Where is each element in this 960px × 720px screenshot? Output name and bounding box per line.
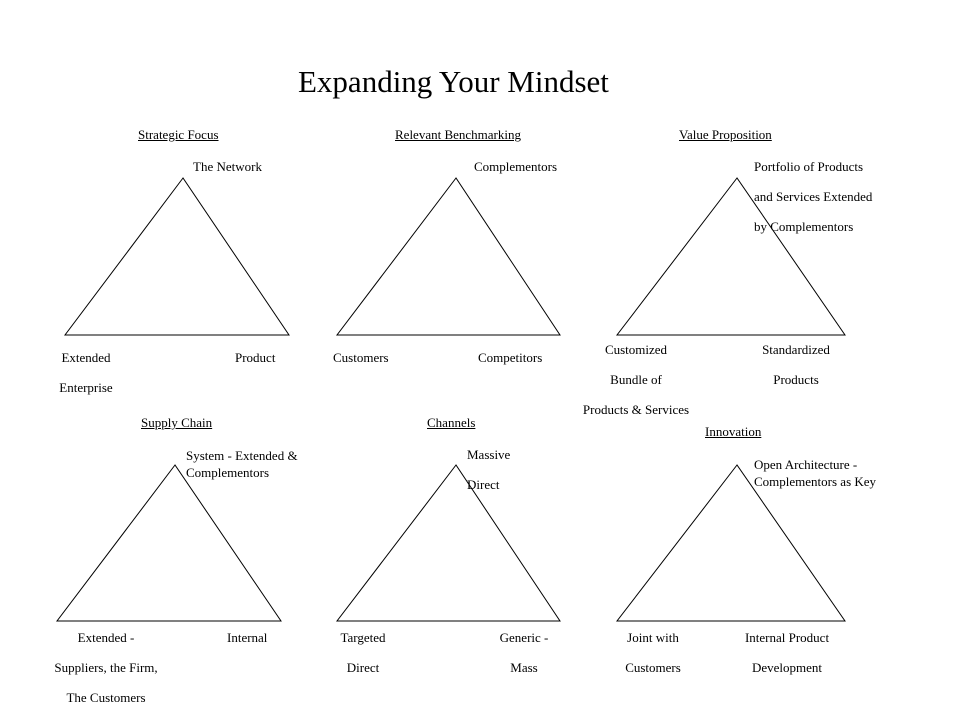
strategic-focus-right-label: Product <box>235 343 275 373</box>
label-line: Massive <box>467 447 511 462</box>
label-line: System - Extended & <box>186 448 298 463</box>
strategic-focus-top-label: The Network <box>193 152 262 182</box>
label-line: Products <box>773 372 819 387</box>
triangle-value-proposition <box>615 177 846 336</box>
innovation-right-label: Internal Product Development <box>731 623 843 683</box>
page-title-text: Expanding Your Mindset <box>298 64 609 99</box>
triangle-relevant-benchmarking <box>335 177 561 336</box>
innovation-top-label: Open Architecture - Complementors as Key <box>754 456 876 490</box>
label-line: Competitors <box>478 350 543 365</box>
label-line: Standardized <box>762 342 830 357</box>
strategic-focus-left-label: Extended Enterprise <box>48 343 124 403</box>
label-line: Customers <box>625 660 681 675</box>
label-line: Complementors as Key <box>754 474 877 489</box>
label-line: The Network <box>193 159 262 174</box>
channels-left-label: Targeted Direct <box>326 623 400 683</box>
label-line: Internal <box>227 630 268 645</box>
label-line: Customized <box>604 342 668 357</box>
label-line: Complementors <box>474 159 558 174</box>
benchmarking-left-label: Customers <box>333 343 389 373</box>
value-proposition-left-label: Customized Bundle of Products & Services <box>566 335 706 425</box>
heading-strategic-focus: Strategic Focus <box>138 127 219 142</box>
value-proposition-top-label: Portfolio of Products and Services Exten… <box>754 152 872 242</box>
supply-chain-top-label: System - Extended & Complementors <box>186 447 298 481</box>
label-line: by Complementors <box>754 219 854 234</box>
label-line: Extended - <box>77 630 135 645</box>
value-proposition-right-label: Standardized Products <box>746 335 846 395</box>
benchmarking-right-label: Competitors <box>478 343 542 373</box>
label-line: Products & Services <box>582 402 690 417</box>
heading-relevant-benchmarking: Relevant Benchmarking <box>395 127 521 142</box>
label-line: Bundle of <box>610 372 662 387</box>
label-line: Joint with <box>627 630 679 645</box>
label-line: and Services Extended <box>754 189 873 204</box>
label-line: Customers <box>333 350 389 365</box>
label-line: The Customers <box>66 690 146 705</box>
triangle-supply-chain <box>55 464 282 622</box>
heading-value-proposition: Value Proposition <box>679 127 772 142</box>
channels-right-label: Generic - Mass <box>487 623 561 683</box>
label-line: Enterprise <box>59 380 113 395</box>
label-line: Targeted <box>340 630 386 645</box>
channels-top-label: Massive Direct <box>467 440 510 500</box>
label-line: Complementors <box>186 465 270 480</box>
label-line: Internal Product <box>744 630 830 645</box>
triangle-channels <box>335 464 561 622</box>
label-line: Extended <box>61 350 111 365</box>
label-line: Product <box>235 350 276 365</box>
benchmarking-top-label: Complementors <box>474 152 557 182</box>
label-line: Open Architecture - <box>754 457 858 472</box>
label-line: Portfolio of Products <box>754 159 864 174</box>
heading-innovation: Innovation <box>705 424 762 439</box>
label-line: Direct <box>467 477 500 492</box>
supply-chain-right-label: Internal <box>227 623 267 653</box>
triangle-innovation <box>615 464 846 622</box>
triangle-strategic-focus <box>63 177 290 336</box>
supply-chain-left-label: Extended - Suppliers, the Firm, The Cust… <box>36 623 176 713</box>
label-line: Suppliers, the Firm, <box>54 660 158 675</box>
heading-channels: Channels <box>427 415 476 430</box>
heading-supply-chain: Supply Chain <box>141 415 213 430</box>
label-line: Development <box>751 660 823 675</box>
label-line: Generic - <box>499 630 549 645</box>
innovation-left-label: Joint with Customers <box>606 623 700 683</box>
label-line: Mass <box>510 660 538 675</box>
label-line: Direct <box>346 660 380 675</box>
